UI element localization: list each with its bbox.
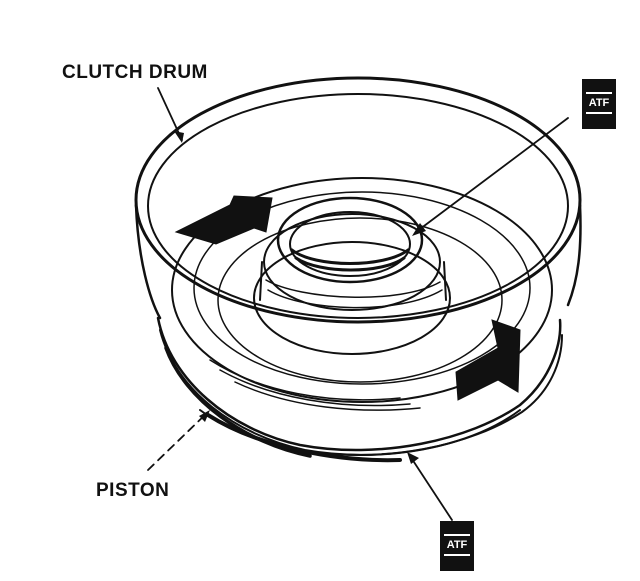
clutch-drum-leader <box>157 87 183 141</box>
drum-left-wall <box>134 203 162 320</box>
drum-outer-rim <box>134 76 582 324</box>
atf-top-leader <box>415 117 569 233</box>
floor-shadow-lines <box>209 359 421 411</box>
floor-ring-2 <box>193 191 531 385</box>
atf-badge-top-text: ATF <box>586 92 612 114</box>
drum-inner-rim <box>147 93 569 319</box>
atf-badge-bottom: ATF <box>440 521 474 571</box>
clutch-drum-arrowhead <box>174 131 184 143</box>
piston-band-2 <box>164 346 312 458</box>
hub-collar <box>263 213 441 311</box>
hub-top-outer <box>276 196 424 284</box>
floor-ring-outer <box>171 177 553 403</box>
piston-outline <box>156 316 562 452</box>
hub-right-side <box>443 261 447 301</box>
atf-bottom-leader <box>409 455 453 521</box>
flow-arrow-left <box>174 195 273 245</box>
clutch-drum-label: CLUTCH DRUM <box>62 62 208 83</box>
flow-arrow-right <box>455 319 521 401</box>
hub-base <box>253 241 451 355</box>
hub-left-side <box>259 261 263 301</box>
hub-top-inner <box>289 211 411 277</box>
hub-collar-lines <box>265 279 443 309</box>
piston-arrowhead <box>199 410 210 422</box>
hub-bore-thread <box>290 248 410 272</box>
atf-bottom-arrowhead <box>407 452 419 464</box>
piston-label: PISTON <box>96 480 170 501</box>
piston-leader-dashed <box>147 411 209 471</box>
atf-badge-bottom-text: ATF <box>444 534 470 556</box>
drum-right-wall <box>566 203 582 307</box>
atf-badge-top: ATF <box>582 79 616 129</box>
atf-top-arrowhead <box>412 223 426 236</box>
floor-ring-3 <box>217 217 503 383</box>
piston-groove-bottom <box>206 413 402 463</box>
